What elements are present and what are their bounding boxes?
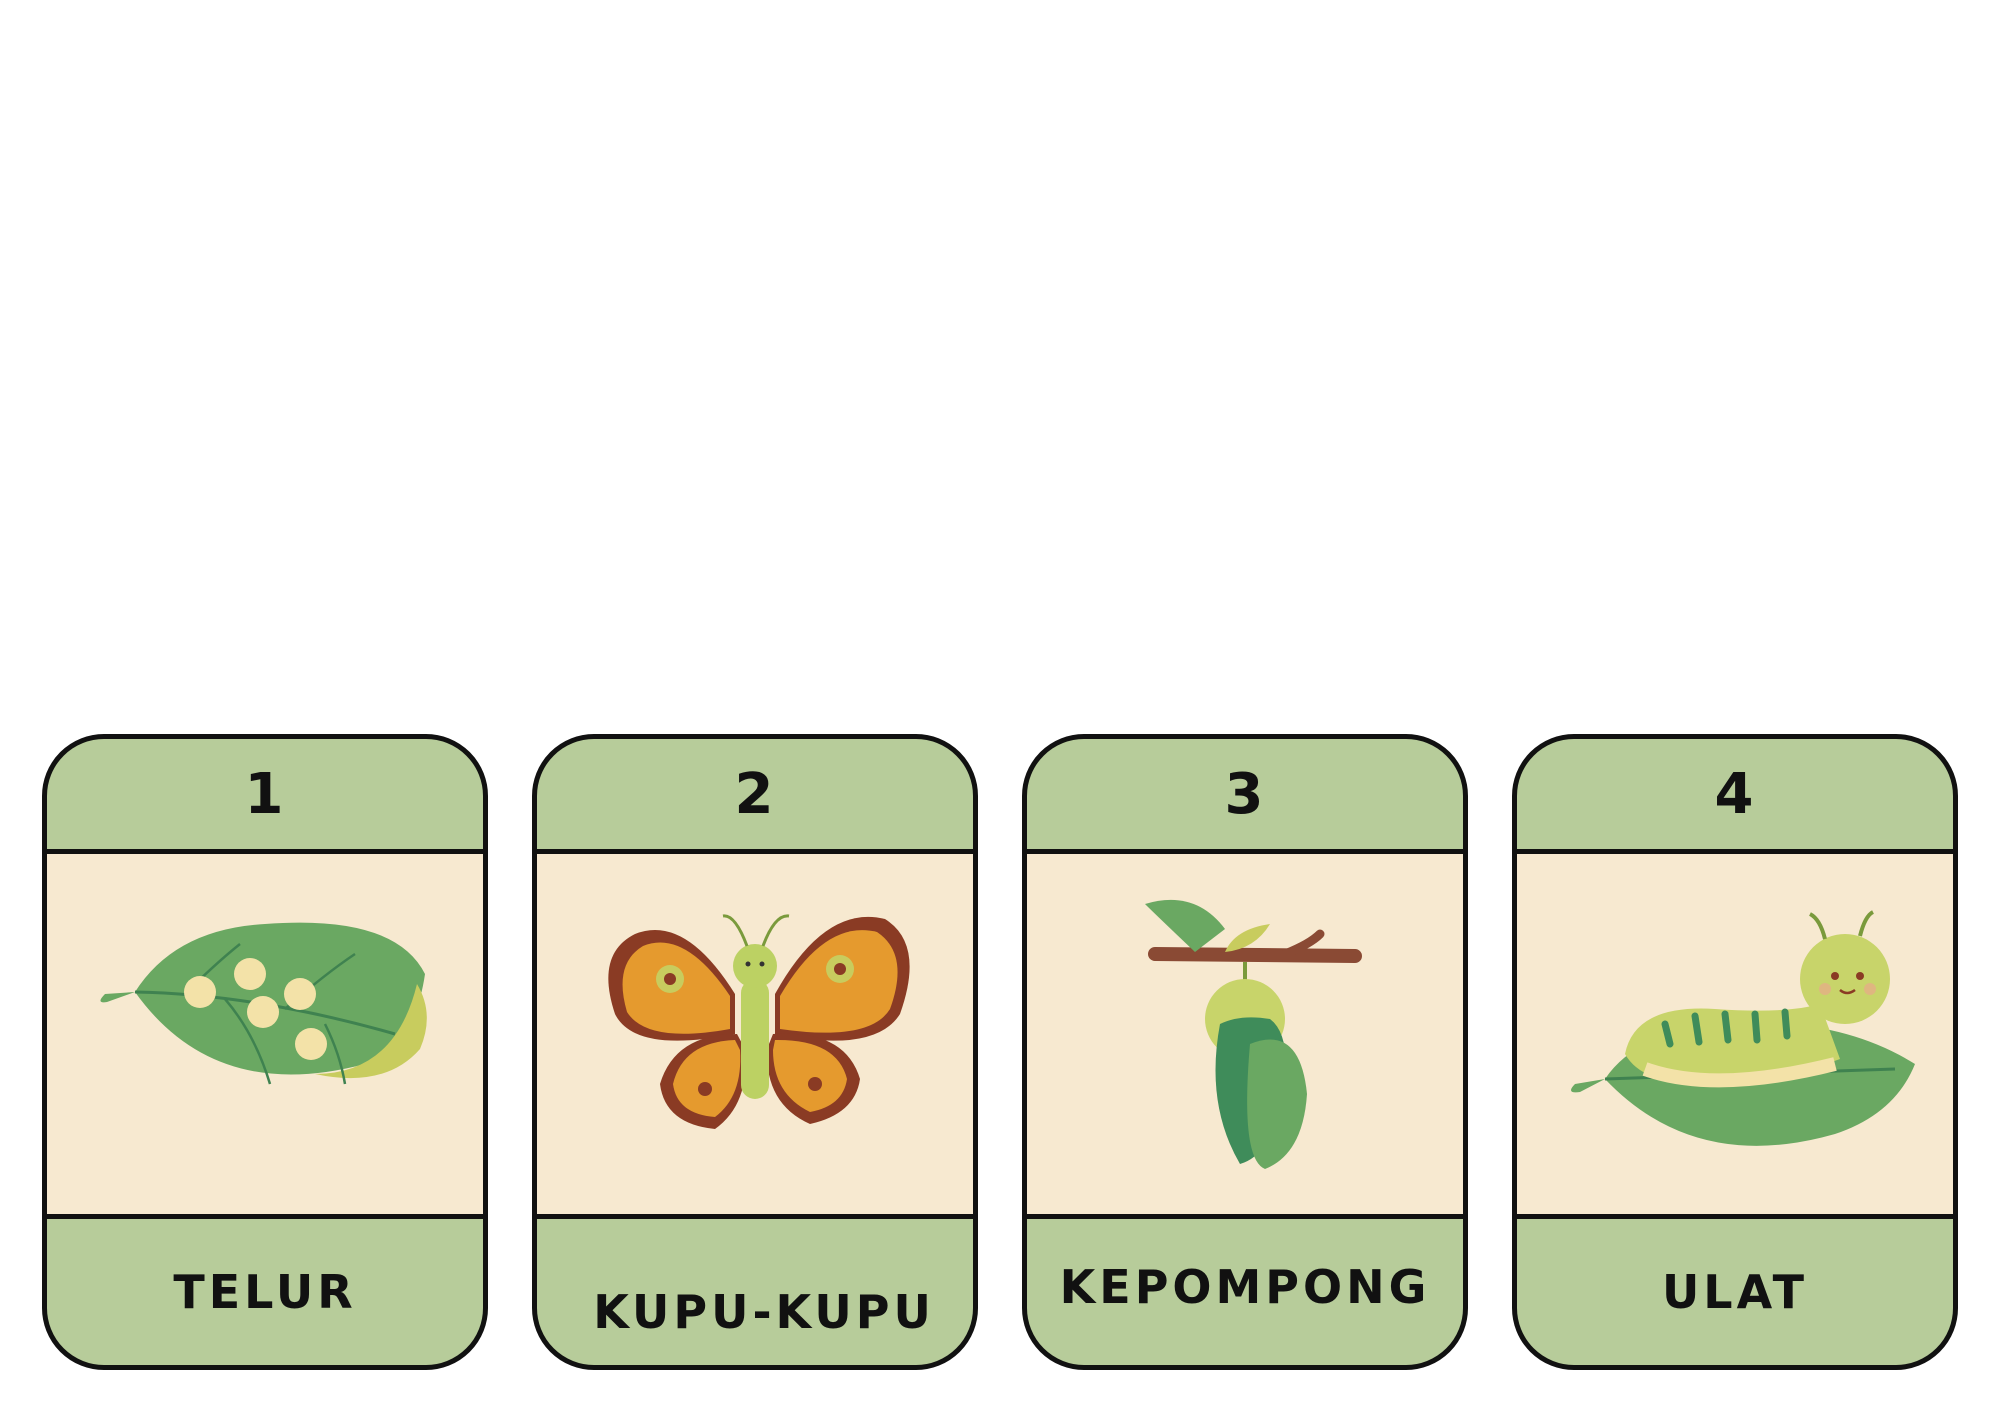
card-number: 4 — [1714, 761, 1756, 827]
card-illustration — [1517, 849, 1953, 1219]
card-ulat[interactable]: 4 ULAT — [1512, 734, 1958, 1370]
card-number: 1 — [244, 761, 286, 827]
butterfly-icon — [608, 914, 910, 1129]
card-label: KEPOMPONG — [1059, 1260, 1431, 1314]
card-label: ULAT — [1661, 1265, 1809, 1319]
card-number: 2 — [734, 761, 776, 827]
card-label: TELUR — [173, 1265, 357, 1319]
card-label: KUPU-KUPU — [593, 1285, 935, 1339]
card-kupu-kupu[interactable]: 2 — [532, 734, 978, 1370]
chrysalis-icon — [1145, 899, 1362, 1169]
card-illustration — [47, 849, 483, 1219]
card-number: 3 — [1224, 761, 1266, 827]
card-illustration — [537, 849, 973, 1219]
card-kepompong[interactable]: 3 KEPOMPONG — [1022, 734, 1468, 1370]
card-illustration — [1027, 849, 1463, 1219]
card-telur[interactable]: 1 TELUR — [42, 734, 488, 1370]
leaf-with-eggs-icon — [100, 922, 427, 1085]
caterpillar-icon — [1571, 910, 1915, 1146]
